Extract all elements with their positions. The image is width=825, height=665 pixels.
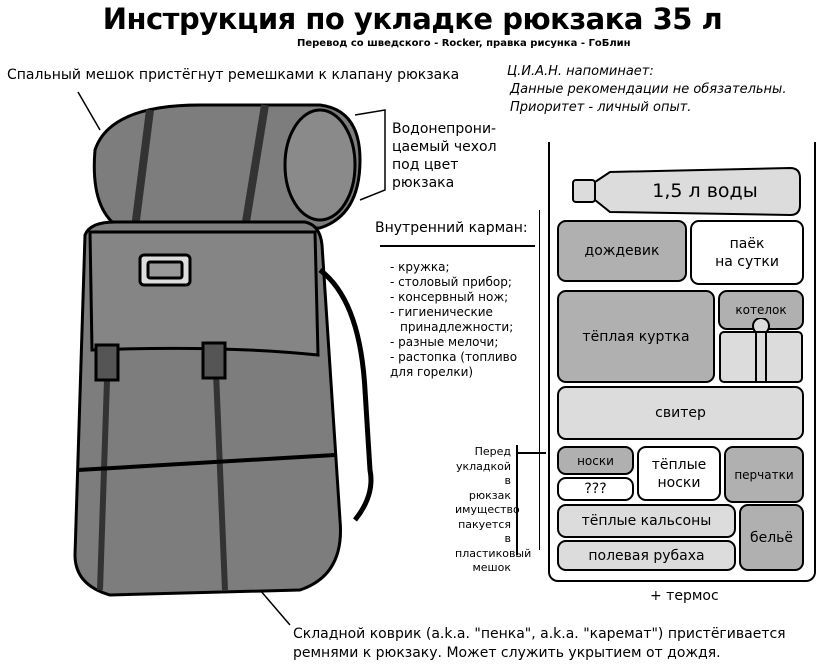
sleeping-bag-label: Спальный мешок пристёгнут ремешками к кл… [7,67,460,83]
item-underwear: бельё [739,504,804,571]
bag-note-line: пластиковый [455,546,532,560]
bottle-label: 1,5 л воды [652,180,758,202]
pocket-heading: Внутренний карман: [375,220,528,236]
item-ration: паёк на сутки [690,220,804,285]
pot-icon [719,318,803,383]
pocket-divider [380,245,535,247]
ration-line: паёк [729,235,765,252]
bag-pointer [516,452,546,454]
note-line: Приоритет - личный опыт. [510,100,692,115]
item-long-johns: тёплые кальсоны [557,504,736,538]
bag-note-line: укладкой в [455,459,511,488]
cover-label-line: под цвет [392,157,459,173]
pocket-list: - кружка; - столовый прибор; - консервны… [390,260,517,380]
item-unknown: ??? [557,477,634,501]
bag-note-line: рюкзак [468,488,511,502]
page-title: Инструкция по укладке рюкзака 35 л [102,2,723,36]
bag-note-line: пакуется в [458,517,511,546]
cover-label-line: цаемый чехол [392,139,497,155]
note-heading: Ц.И.А.Н. напоминает: [507,64,654,79]
mat-label: Складной коврик (a.k.a. "пенка", a.k.a. … [293,625,786,663]
note: Ц.И.А.Н. напоминает: Данные рекомендации… [507,63,786,117]
item-field-shirt: полевая рубаха [557,540,736,571]
ration-line: на сутки [715,253,779,270]
pocket-item: - разные мелочи; [390,335,499,349]
thermos-label: + термос [650,588,719,604]
pocket-item: для горелки) [390,365,474,379]
pocket-item: принадлежности; [400,320,514,334]
pocket-item: - кружка; [390,260,450,274]
pocket-item: - гигиенические [390,305,493,319]
mat-label-line: ремнями к рюкзаку. Может служить укрытие… [293,645,721,661]
bag-note-line: мешок [472,561,511,574]
mat-label-line: Складной коврик (a.k.a. "пенка", a.k.a. … [293,626,786,642]
pack-outline [548,142,816,582]
item-raincoat: дождевик [557,220,687,282]
warm-socks-line: носки [657,474,701,491]
warm-socks-line: тёплые [651,456,707,473]
bag-note-line: имущество [455,503,520,516]
cover-label-line: Водонепрони- [392,121,497,137]
pocket-item: - растопка (топливо [390,350,518,364]
bag-note-line: Перед [474,445,511,458]
cover-label-line: рюкзака [392,175,455,191]
item-gloves: перчатки [724,446,804,503]
water-bottle [572,166,801,217]
bag-bracket [516,445,518,555]
item-warm-socks: тёплые носки [637,446,721,501]
pocket-item: - столовый прибор; [390,275,512,289]
pocket-item: - консервный нож; [390,290,509,304]
cover-label: Водонепрони- цаемый чехол под цвет рюкза… [392,120,497,192]
item-socks: носки [557,446,634,475]
bag-note: Перед укладкой в рюкзак имущество пакует… [455,445,532,576]
item-jacket: тёплая куртка [557,290,715,383]
item-sweater: свитер [557,386,804,440]
credit: Перевод со шведского - Rocker, правка ри… [297,38,631,49]
separator-line [539,210,540,550]
note-line: Данные рекомендации не обязательны. [510,82,787,97]
